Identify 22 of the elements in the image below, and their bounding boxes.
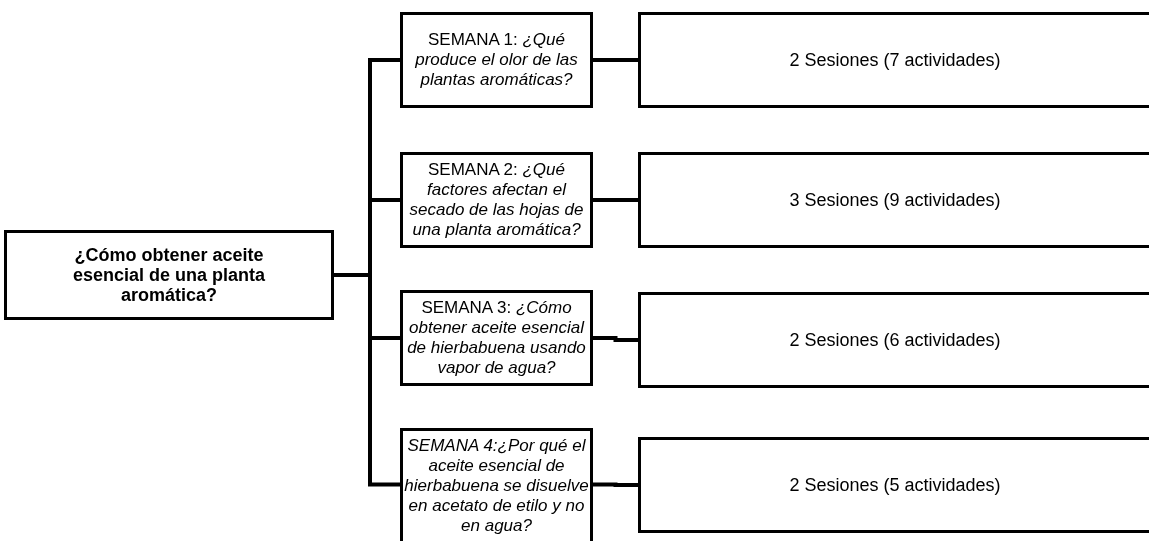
- box-text: 2 Sesiones (6 actividades): [789, 328, 1001, 352]
- sessions-box: [638, 12, 1149, 108]
- box-text: 3 Sesiones (9 actividades): [789, 188, 1001, 212]
- connector-line: [593, 58, 638, 62]
- box-text: ¿Cómo obtener aceite esencial de una planta aromática?: [71, 245, 267, 305]
- box-text: SEMANA 2: ¿Qué factores afectan el secado de las hojas de una planta aromática?: [408, 160, 585, 240]
- box-text: SEMANA 4:¿Por qué el aceite esencial de hierbabuena se disuelve en acetato de etilo y no en agua?: [403, 436, 590, 536]
- box-text: SEMANA 1: ¿Qué produce el olor de las plantas aromáticas?: [414, 30, 579, 90]
- sessions-box: [638, 152, 1149, 248]
- connector-line: [593, 336, 638, 342]
- connector-line: [593, 198, 638, 202]
- week-box: [400, 12, 593, 108]
- connector-line: [593, 482, 638, 487]
- box-text: 2 Sesiones (5 actividades): [789, 473, 1001, 497]
- sessions-box: [638, 437, 1149, 533]
- week-box: [400, 290, 593, 386]
- question-box: [4, 230, 334, 320]
- box-text: 2 Sesiones (7 actividades): [789, 48, 1001, 72]
- connector-line: [334, 273, 400, 487]
- sessions-box: [638, 292, 1149, 388]
- box-text: SEMANA 3: ¿Cómo obtener aceite esencial de hierbabuena usando vapor de agua?: [406, 298, 587, 378]
- week-box: [400, 152, 593, 248]
